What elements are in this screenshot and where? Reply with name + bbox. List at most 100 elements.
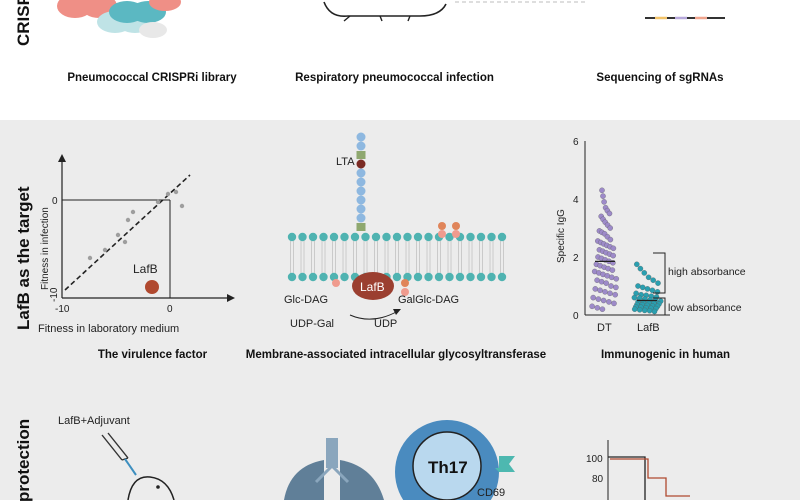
th17-cell-illustration: Th17 CD69 bbox=[395, 420, 515, 500]
lipid-tail bbox=[374, 241, 378, 273]
lipid-tail bbox=[395, 241, 399, 273]
lipid-head bbox=[455, 272, 465, 282]
igg-point-dt bbox=[594, 305, 601, 311]
vaccination-illustration: LafB+Adjuvant bbox=[58, 415, 175, 500]
lipid-head bbox=[350, 232, 360, 242]
lipid-head bbox=[308, 232, 318, 242]
low-absorbance-label: low absorbance bbox=[668, 302, 742, 314]
survival-curve: 100 80 bbox=[586, 440, 690, 500]
membrane-glycosyltransferase-diagram: LTA LafB Glc-DAG GalGlc-DAG UDP-Gal UDP bbox=[284, 132, 507, 330]
igg-point-dt bbox=[607, 236, 614, 243]
lung-illustration bbox=[284, 438, 384, 500]
lipid-tail bbox=[426, 241, 431, 273]
lipid-head bbox=[476, 232, 486, 242]
igg-ytick-6: 6 bbox=[573, 137, 579, 148]
igg-point-lafb bbox=[635, 283, 641, 289]
igg-point-dt bbox=[595, 296, 602, 302]
lipid-head bbox=[319, 232, 328, 242]
lipid-head bbox=[319, 272, 328, 282]
glc-dag-label: Glc-DAG bbox=[284, 294, 328, 306]
igg-point-dt bbox=[611, 300, 617, 307]
lipid-head bbox=[424, 272, 433, 282]
igg-point-lafb bbox=[631, 294, 638, 301]
lipid-head bbox=[308, 272, 318, 282]
lipid-tail bbox=[458, 241, 462, 273]
lipid-head bbox=[287, 232, 297, 242]
igg-point-lafb bbox=[631, 306, 638, 312]
caption-membrane-glycosyltransferase: Membrane-associated intracellular glycos… bbox=[245, 349, 547, 361]
lipid-head bbox=[445, 272, 454, 282]
igg-point-lafb bbox=[646, 307, 653, 314]
caption-immunogenic: Immunogenic in human bbox=[600, 349, 731, 361]
lipid-head bbox=[298, 232, 307, 242]
lipid-head bbox=[466, 232, 475, 242]
igg-point-lafb bbox=[650, 277, 656, 283]
section-label-crispr: CRISPR bbox=[14, 0, 33, 46]
caption-virulence-factor: The virulence factor bbox=[97, 349, 208, 361]
igg-ytick-2: 2 bbox=[573, 253, 579, 264]
igg-point-lafb bbox=[655, 280, 661, 286]
udp-gal-label: UDP-Gal bbox=[290, 318, 334, 330]
caption-crispri-library: Pneumococcal CRISPRi library bbox=[67, 72, 237, 84]
lipid-head bbox=[413, 232, 423, 242]
vaccine-label: LafB+Adjuvant bbox=[58, 415, 130, 427]
igg-point-lafb bbox=[636, 307, 643, 313]
caption-respiratory-infection: Respiratory pneumococcal infection bbox=[295, 72, 494, 84]
igg-point-dt bbox=[608, 274, 615, 281]
igg-ytick-4: 4 bbox=[573, 195, 579, 206]
th17-label: Th17 bbox=[428, 458, 468, 477]
cd69-label: CD69 bbox=[477, 487, 505, 499]
lipid-tail bbox=[353, 241, 357, 273]
lipid-tail bbox=[468, 241, 473, 273]
lipid-head bbox=[497, 272, 507, 282]
lipid-head bbox=[445, 232, 454, 242]
igg-point-dt bbox=[589, 303, 595, 310]
lipid-head bbox=[340, 272, 349, 282]
y-tick-minus10: -10 bbox=[49, 287, 60, 302]
lipid-head bbox=[403, 232, 412, 242]
lipid-tail bbox=[311, 241, 315, 273]
lipid-head bbox=[487, 232, 496, 242]
igg-category-dt: DT bbox=[597, 322, 612, 334]
igg-point-dt bbox=[607, 290, 613, 297]
lipid-tail bbox=[447, 241, 452, 273]
lipid-tail bbox=[300, 241, 305, 273]
lipid-tail bbox=[363, 241, 368, 273]
igg-point-dt bbox=[610, 245, 617, 252]
lipid-tail bbox=[405, 241, 410, 273]
igg-point-lafb bbox=[649, 287, 656, 294]
lipid-head bbox=[340, 232, 349, 242]
lipid-head bbox=[298, 272, 307, 282]
crispri-library-illustration bbox=[57, 0, 181, 38]
lipid-head bbox=[466, 272, 475, 282]
igg-point-dt bbox=[590, 294, 596, 301]
lipid-head bbox=[361, 232, 370, 242]
igg-point-lafb bbox=[634, 261, 640, 268]
section-label-protection: protection bbox=[14, 418, 33, 502]
igg-point-dt bbox=[613, 276, 620, 282]
igg-point-dt bbox=[607, 225, 613, 231]
igg-point-dt bbox=[598, 278, 605, 285]
lipid-head bbox=[487, 272, 496, 282]
lipid-head bbox=[476, 272, 486, 282]
lafb-enzyme bbox=[352, 272, 394, 300]
fitness-ylabel: Fitness in infection bbox=[40, 207, 51, 290]
igg-point-dt bbox=[606, 299, 612, 305]
igg-point-lafb bbox=[654, 289, 661, 295]
lafb-highlight-point bbox=[145, 280, 159, 294]
udp-label: UDP bbox=[374, 318, 397, 330]
igg-point-lafb bbox=[637, 265, 644, 272]
lipid-head bbox=[392, 232, 402, 242]
igg-point-lafb bbox=[641, 307, 648, 314]
sgrna-sequencing-illustration bbox=[455, 1, 725, 20]
igg-ytick-0: 0 bbox=[573, 311, 579, 322]
lipid-head bbox=[287, 272, 297, 282]
igg-category-lafb: LafB bbox=[637, 322, 660, 334]
lipid-head bbox=[392, 272, 402, 282]
lafb-enzyme-label: LafB bbox=[360, 280, 385, 294]
survival-tick-80: 80 bbox=[592, 474, 604, 485]
lipid-tail bbox=[384, 241, 389, 273]
igg-point-dt bbox=[602, 289, 608, 295]
igg-point-dt bbox=[612, 291, 618, 298]
fitness-xlabel: Fitness in laboratory medium bbox=[38, 323, 179, 335]
